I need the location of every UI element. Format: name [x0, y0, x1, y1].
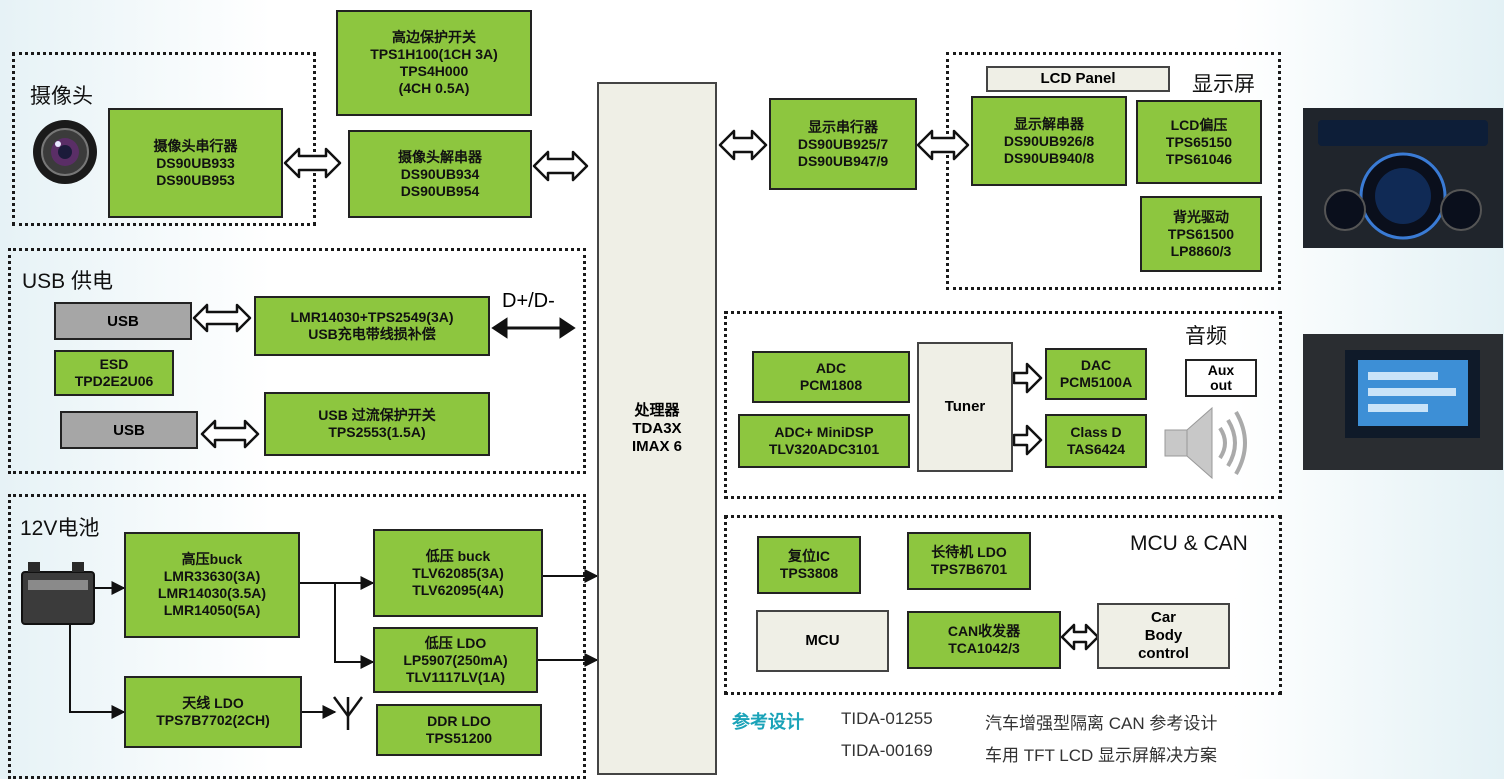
can-transceiver-block: CAN收发器 TCA1042/3 [907, 611, 1061, 669]
ddr-ldo-block: DDR LDO TPS51200 [376, 704, 542, 756]
adc-block: ADC PCM1808 [752, 351, 910, 403]
camera-group [12, 52, 316, 226]
antenna-ldo-block: 天线 LDO TPS7B7702(2CH) [124, 676, 302, 748]
battery-icon [21, 562, 95, 625]
camera-group-title: 摄像头 [30, 85, 93, 108]
double-arrow [532, 150, 589, 182]
display-serializer-block: 显示串行器 DS90UB925/7 DS90UB947/9 [769, 98, 917, 190]
backlight-driver-block: 背光驱动 TPS61500 LP8860/3 [1140, 196, 1262, 272]
audio-group-title: 音频 [1185, 325, 1227, 348]
dp-dm-label: D+/D- [502, 290, 555, 312]
car-body-control-block: Car Body control [1097, 603, 1230, 669]
usb-group-title: USB 供电 [22, 270, 114, 293]
reference-label: 参考设计 [732, 712, 804, 732]
reference-id: TIDA-00169 [841, 741, 933, 760]
speaker-icon [1164, 406, 1247, 480]
dac-block: DAC PCM5100A [1045, 348, 1147, 400]
lcd-bias-block: LCD偏压 TPS65150 TPS61046 [1136, 100, 1262, 184]
usb-switch-block: USB 过流保护开关 TPS2553(1.5A) [264, 392, 490, 456]
double-arrow [200, 419, 260, 449]
reference-desc: 车用 TFT LCD 显示屏解决方案 [985, 746, 1218, 765]
usb-group [8, 248, 586, 474]
camera-deserializer-block: 摄像头解串器 DS90UB934 DS90UB954 [348, 130, 532, 218]
dashboard-photo [1303, 108, 1503, 248]
tuner-block: Tuner [917, 342, 1013, 472]
antenna-icon [332, 696, 364, 730]
double-arrow [718, 129, 768, 161]
class-d-block: Class D TAS6424 [1045, 414, 1147, 468]
camera-serializer-block: 摄像头串行器 DS90UB933 DS90UB953 [108, 108, 283, 218]
esd-block: ESD TPD2E2U06 [54, 350, 174, 396]
mcu-group-title: MCU & CAN [1130, 532, 1248, 555]
display-group [946, 52, 1281, 290]
lv-ldo-block: 低压 LDO LP5907(250mA) TLV1117LV(1A) [373, 627, 538, 693]
display-deserializer-block: 显示解串器 DS90UB926/8 DS90UB940/8 [971, 96, 1127, 186]
usb-port-1: USB [54, 302, 192, 340]
lv-buck-block: 低压 buck TLV62085(3A) TLV62095(4A) [373, 529, 543, 617]
reset-ic-block: 复位IC TPS3808 [757, 536, 861, 594]
infotainment-photo [1303, 334, 1503, 470]
camera-lens-icon [33, 120, 97, 184]
audio-group [724, 311, 1282, 499]
single-arrow [1012, 362, 1043, 394]
double-arrow [283, 147, 342, 179]
processor-block: 处理器 TDA3X IMAX 6 [597, 82, 717, 775]
high-side-switch-block: 高边保护开关 TPS1H100(1CH 3A) TPS4H000 (4CH 0.… [336, 10, 532, 116]
hv-buck-block: 高压buck LMR33630(3A) LMR14030(3.5A) LMR14… [124, 532, 300, 638]
battery-group-title: 12V电池 [20, 517, 100, 540]
aux-out-block: Aux out [1185, 359, 1257, 397]
standby-ldo-block: 长待机 LDO TPS7B6701 [907, 532, 1031, 590]
double-arrow [192, 303, 252, 333]
double-arrow [1060, 623, 1100, 651]
lcd-panel-block: LCD Panel [986, 66, 1170, 92]
usb-charger-block: LMR14030+TPS2549(3A) USB充电带线损补偿 [254, 296, 490, 356]
usb-port-2: USB [60, 411, 198, 449]
double-arrow [916, 129, 970, 161]
mcu-group [724, 515, 1282, 695]
adc-minidsp-block: ADC+ MiniDSP TLV320ADC3101 [738, 414, 910, 468]
reference-desc: 汽车增强型隔离 CAN 参考设计 [985, 714, 1218, 733]
single-arrow [1012, 424, 1043, 456]
display-group-title: 显示屏 [1192, 73, 1255, 96]
reference-id: TIDA-01255 [841, 709, 933, 728]
mcu-block: MCU [756, 610, 889, 672]
